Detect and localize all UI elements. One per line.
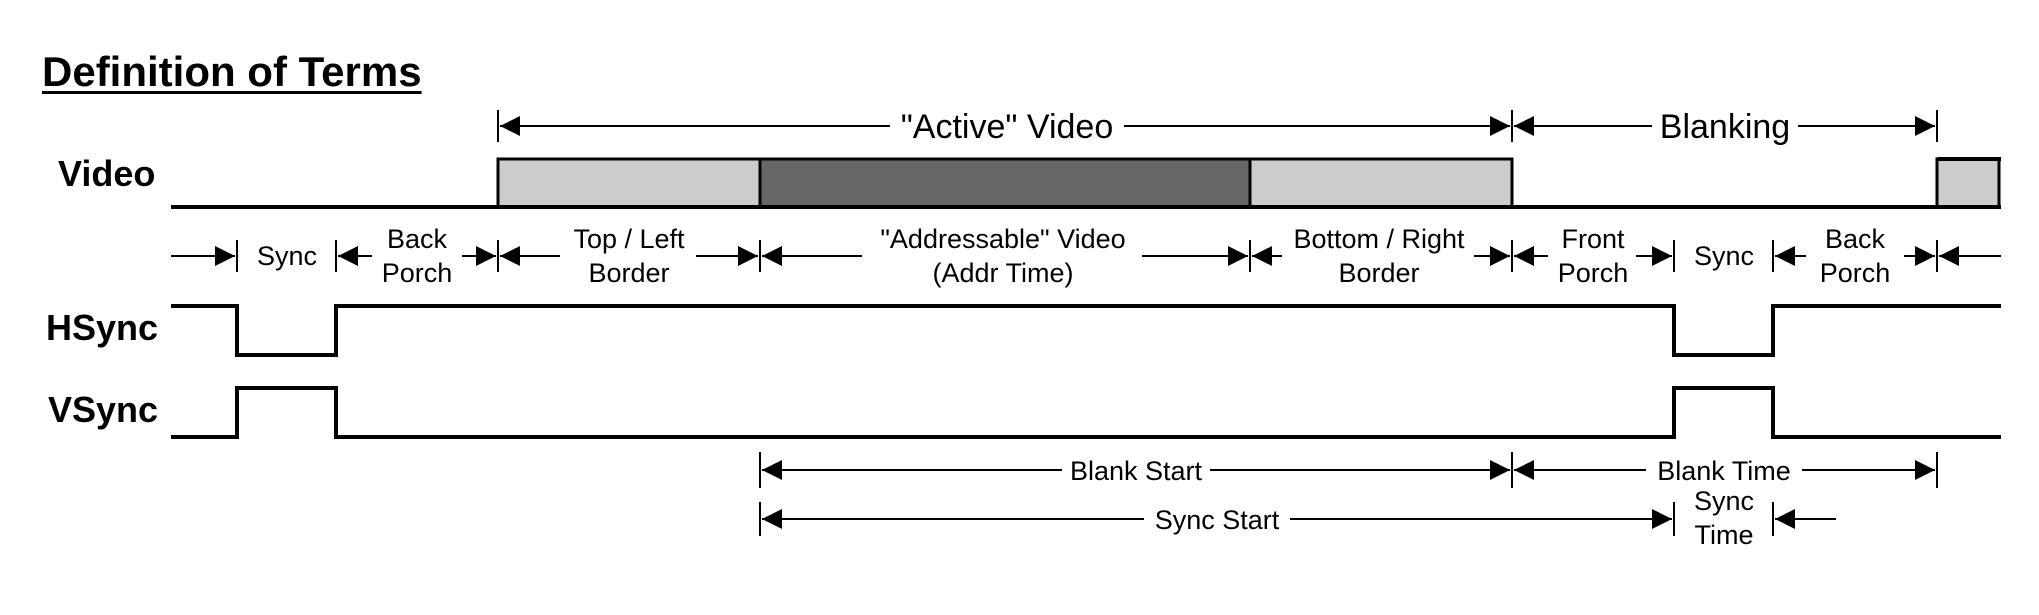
blank-start-label: Blank Start <box>1070 456 1203 486</box>
front-porch-label-line2: Porch <box>1558 258 1629 288</box>
hsync-signal-label: HSync <box>46 307 158 348</box>
top-left-border-label-line2: Border <box>588 258 669 288</box>
top-left-border-region <box>496 157 762 209</box>
back-porch-label-line1: Back <box>387 224 448 254</box>
back-porch-right-label-line1: Back <box>1825 224 1886 254</box>
sync-time-span: Sync Time <box>1694 486 1836 550</box>
sync-start-span: Sync Start <box>759 502 1774 536</box>
video-waveform <box>171 157 2001 209</box>
sync-time-label-line2: Time <box>1695 520 1754 550</box>
hsync-waveform <box>171 304 2001 357</box>
bottom-right-border-label-line2: Border <box>1338 258 1419 288</box>
vsync-signal-label: VSync <box>48 389 158 430</box>
video-signal-label: Video <box>58 153 155 194</box>
next-border-region <box>1935 157 2001 209</box>
segment-row: Sync Back Porch Top / Left Border "Addre… <box>171 224 2001 288</box>
blank-time-span: Blank Time <box>1514 456 1935 486</box>
addressable-video-label-line2: (Addr Time) <box>932 258 1073 288</box>
sync-right-label: Sync <box>1694 241 1754 271</box>
blank-start-span: Blank Start <box>759 452 1938 488</box>
bottom-right-border-label-line1: Bottom / Right <box>1293 224 1465 254</box>
blanking-label: Blanking <box>1660 108 1790 146</box>
vsync-waveform <box>171 386 2001 439</box>
sync-label: Sync <box>257 241 317 271</box>
blanking-span: Blanking <box>1514 108 1935 146</box>
active-video-span: "Active" Video <box>497 108 1938 146</box>
top-left-border-label-line1: Top / Left <box>573 224 685 254</box>
back-porch-label-line2: Porch <box>382 258 453 288</box>
addressable-video-label-line1: "Addressable" Video <box>880 224 1125 254</box>
sync-time-label-line1: Sync <box>1694 486 1754 516</box>
diagram-title: Definition of Terms <box>42 48 422 95</box>
back-porch-right-label-line2: Porch <box>1820 258 1891 288</box>
front-porch-label-line1: Front <box>1561 224 1625 254</box>
blank-time-label: Blank Time <box>1657 456 1791 486</box>
addressable-video-region <box>758 157 1252 209</box>
sync-start-label: Sync Start <box>1155 505 1280 535</box>
active-video-label: "Active" Video <box>901 108 1114 146</box>
bottom-right-border-region <box>1248 157 1514 209</box>
